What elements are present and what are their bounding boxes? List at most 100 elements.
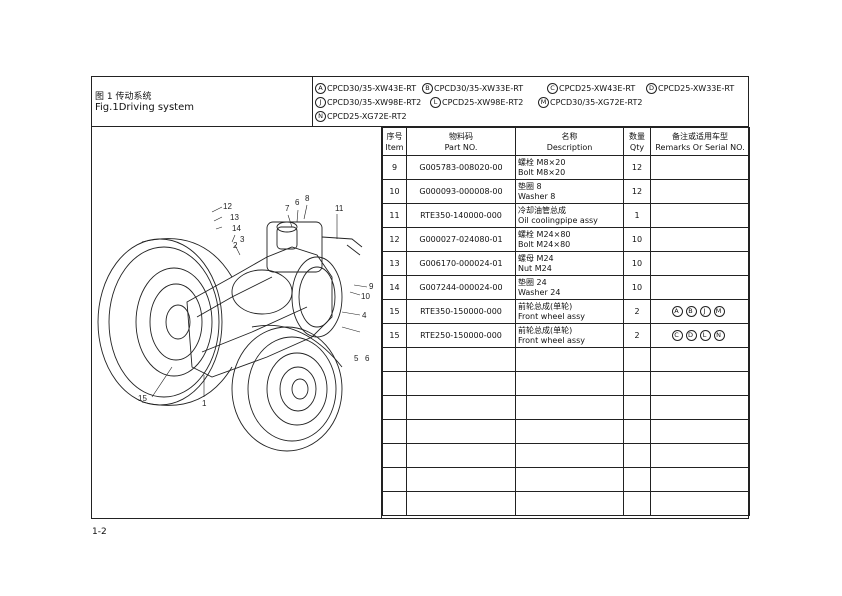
description-cn: 垫圈 8 [518, 181, 542, 191]
empty-cell [406, 443, 516, 468]
callout-11: 11 [335, 204, 344, 213]
empty-cell [650, 419, 750, 444]
empty-cell [382, 467, 407, 492]
part-number: RTE350-150000-000 [406, 299, 516, 324]
empty-cell [382, 443, 407, 468]
remarks [650, 251, 750, 276]
callout-3: 3 [240, 235, 245, 244]
model-name: CPCD25-XW98E-RT2 [442, 98, 524, 107]
empty-cell [650, 347, 750, 372]
empty-cell [406, 371, 516, 396]
empty-cell [623, 443, 651, 468]
model-name: CPCD30/35-XW43E-RT [327, 84, 417, 93]
part-number: RTE350-140000-000 [406, 203, 516, 228]
empty-table-row [382, 371, 750, 396]
empty-table-row [382, 395, 750, 420]
callout-13: 13 [230, 213, 239, 222]
model-code-badge: M [538, 97, 549, 108]
remarks [650, 179, 750, 204]
empty-cell [515, 395, 624, 420]
model-code-badge: B [422, 83, 433, 94]
description-en: Nut M24 [518, 263, 552, 273]
empty-cell [382, 347, 407, 372]
callout-14: 14 [232, 224, 241, 233]
quantity: 10 [623, 275, 651, 300]
description-cn: 垫圈 24 [518, 277, 547, 287]
quantity: 1 [623, 203, 651, 228]
model-code-badge: A [315, 83, 326, 94]
part-number: G006170-000024-01 [406, 251, 516, 276]
empty-table-row [382, 467, 750, 492]
quantity: 12 [623, 155, 651, 180]
remarks [650, 227, 750, 252]
item-number: 15 [382, 299, 407, 324]
remarks [650, 155, 750, 180]
description-cn: 前轮总成(单轮) [518, 325, 573, 335]
description-cn: 螺母 M24 [518, 253, 554, 263]
callout-7: 7 [285, 204, 290, 213]
quantity: 10 [623, 227, 651, 252]
empty-cell [623, 347, 651, 372]
item-number: 13 [382, 251, 407, 276]
empty-table-row [382, 419, 750, 444]
callout-numbers: 12 13 14 3 2 7 6 8 11 9 10 4 5 6 15 1 [138, 194, 374, 408]
item-number: 9 [382, 155, 407, 180]
callout-2: 2 [233, 241, 238, 250]
model-code-badge: J [315, 97, 326, 108]
description-en: Oil coolingpipe assy [518, 215, 598, 225]
callout-6-top: 6 [295, 198, 300, 207]
description-en: Washer 24 [518, 287, 561, 297]
model-code-badge: D [646, 83, 657, 94]
model-name: CPCD25-XG72E-RT2 [327, 112, 407, 121]
callout-9: 9 [369, 282, 374, 291]
model-code-badge: D [686, 330, 697, 341]
right-wheel-tire [231, 324, 343, 452]
model-code-badge: N [315, 111, 326, 122]
figure-title-cn: 图 1 传动系统 [95, 92, 152, 102]
page-number: 1-2 [92, 527, 107, 537]
drive-motor-unit [266, 221, 363, 273]
description-cn: 冷却油管总成 [518, 205, 566, 215]
empty-cell [623, 467, 651, 492]
part-number: G000027-024080-01 [406, 227, 516, 252]
empty-cell [623, 419, 651, 444]
part-number: RTE250-150000-000 [406, 323, 516, 348]
model-name: CPCD25-XW33E-RT [658, 84, 735, 93]
drive-axle-housing [186, 246, 343, 378]
model-code-badge: J [700, 306, 711, 317]
model-code-badge: B [686, 306, 697, 317]
empty-cell [406, 419, 516, 444]
empty-cell [406, 467, 516, 492]
empty-cell [650, 395, 750, 420]
empty-cell [515, 467, 624, 492]
model-name: CPCD25-XW43E-RT [559, 84, 636, 93]
part-number: G000093-000008-00 [406, 179, 516, 204]
empty-cell [515, 347, 624, 372]
callout-12: 12 [223, 202, 232, 211]
quantity: 2 [623, 323, 651, 348]
item-number: 15 [382, 323, 407, 348]
empty-cell [650, 443, 750, 468]
item-number: 10 [382, 179, 407, 204]
empty-cell [515, 491, 624, 516]
description-en: Washer 8 [518, 191, 556, 201]
